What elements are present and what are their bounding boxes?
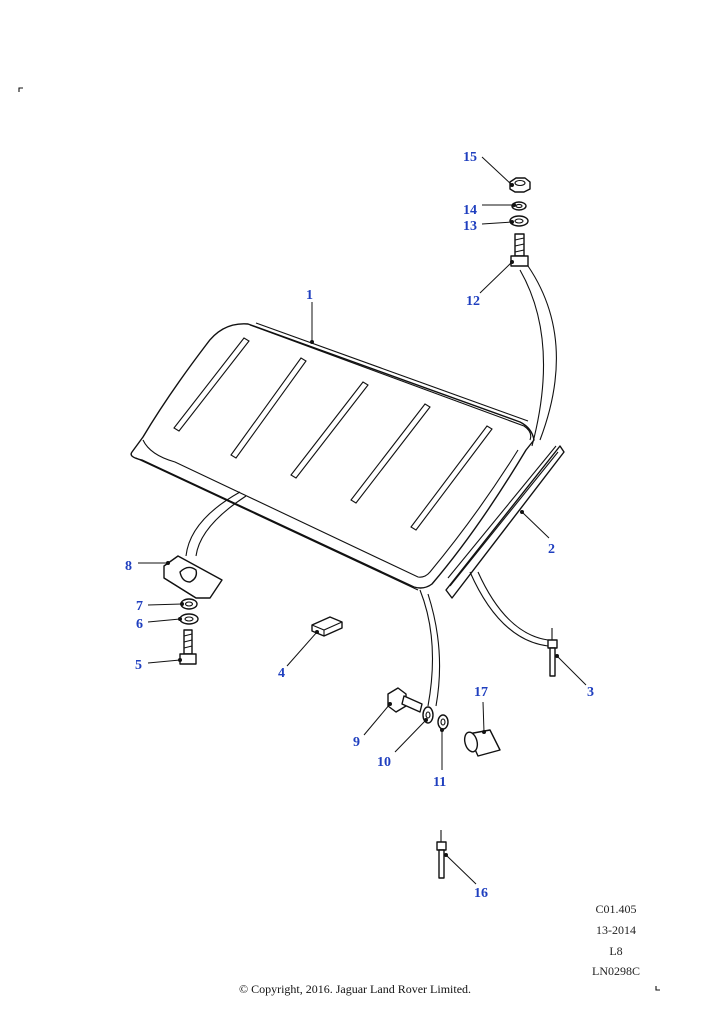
callout-12: 12 bbox=[466, 294, 480, 309]
revision-date: 13-2014 bbox=[596, 923, 636, 937]
callout-2: 2 bbox=[548, 542, 555, 557]
part-14-spring-washer bbox=[511, 201, 527, 211]
callout-3: 3 bbox=[587, 685, 594, 700]
callout-11: 11 bbox=[433, 775, 446, 790]
part-5-bolt bbox=[179, 629, 197, 665]
drawing-number: LN0298C bbox=[592, 964, 640, 978]
callout-1: 1 bbox=[306, 288, 313, 303]
assembly-path-lines bbox=[185, 265, 557, 707]
part-11-spring-washer bbox=[437, 714, 449, 730]
callout-6: 6 bbox=[136, 617, 143, 632]
crop-mark-bottom-right bbox=[655, 986, 660, 991]
part-17-bush bbox=[463, 729, 501, 757]
callout-10: 10 bbox=[377, 755, 391, 770]
part-8-plate-nut bbox=[163, 555, 223, 599]
part-9-bolt bbox=[387, 687, 423, 713]
callout-labels: 1 2 3 4 5 6 7 8 9 10 11 12 13 14 15 16 1… bbox=[125, 150, 594, 901]
crop-mark-top-left bbox=[18, 87, 23, 92]
reference-code: C01.405 bbox=[595, 902, 637, 916]
callout-17: 17 bbox=[474, 685, 488, 700]
callout-9: 9 bbox=[353, 735, 360, 750]
part-3-rivet bbox=[547, 628, 558, 677]
part-4-clip bbox=[311, 616, 343, 637]
callout-16: 16 bbox=[474, 886, 488, 901]
part-16-rivet bbox=[436, 830, 447, 879]
part-13-washer bbox=[509, 215, 529, 227]
callout-5: 5 bbox=[135, 658, 142, 673]
callout-8: 8 bbox=[125, 559, 132, 574]
callout-15: 15 bbox=[463, 150, 477, 165]
part-2-seal-strip bbox=[445, 445, 565, 599]
copyright-notice: © Copyright, 2016. Jaguar Land Rover Lim… bbox=[238, 982, 472, 996]
callout-14: 14 bbox=[463, 203, 477, 218]
part-1-panel bbox=[130, 322, 535, 591]
part-15-nut bbox=[509, 177, 531, 193]
callout-4: 4 bbox=[278, 666, 285, 681]
sheet-code: L8 bbox=[609, 944, 623, 958]
callout-13: 13 bbox=[463, 219, 477, 234]
callout-leaders bbox=[138, 156, 587, 885]
part-6-washer bbox=[179, 613, 199, 625]
callout-7: 7 bbox=[136, 599, 143, 614]
